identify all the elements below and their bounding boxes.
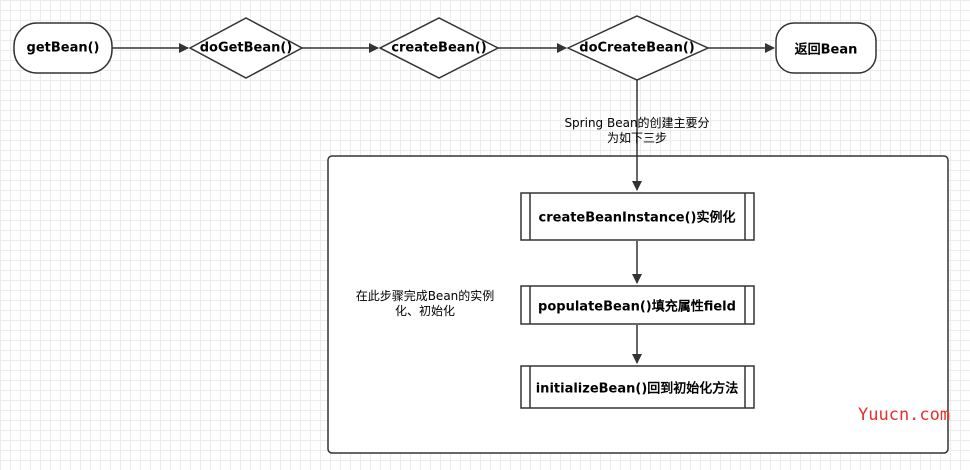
left-note-line2: 化、初始化 bbox=[394, 304, 455, 318]
left-note: 在此步骤完成Bean的实例 化、初始化 bbox=[340, 289, 510, 319]
getbean-node bbox=[13, 22, 113, 74]
return-bean-node bbox=[775, 22, 877, 74]
createbean-label: createBean() bbox=[391, 40, 487, 56]
docreatebean-label: doCreateBean() bbox=[579, 40, 695, 56]
createbean-node bbox=[378, 17, 500, 79]
step3-box bbox=[520, 365, 755, 409]
step2-label: populateBean()填充属性field bbox=[538, 299, 736, 315]
step2-box bbox=[520, 285, 755, 325]
docreatebean-node bbox=[566, 15, 710, 81]
left-note-line1: 在此步骤完成Bean的实例 bbox=[355, 289, 495, 303]
watermark-text: Yuucn.com bbox=[858, 405, 951, 425]
step1-label: createBeanInstance()实例化 bbox=[538, 210, 736, 226]
dogetbean-label: doGetBean() bbox=[199, 40, 293, 56]
top-note-line2: 为如下三步 bbox=[606, 131, 667, 145]
step1-box bbox=[520, 192, 755, 241]
dogetbean-node bbox=[188, 17, 304, 79]
return-bean-label: 返回Bean bbox=[794, 42, 858, 58]
step3-label: initializeBean()回到初始化方法 bbox=[535, 381, 739, 397]
top-note-line1: Spring Bean的创建主要分 bbox=[564, 116, 710, 130]
getbean-label: getBean() bbox=[26, 40, 100, 56]
top-note: Spring Bean的创建主要分 为如下三步 bbox=[552, 116, 722, 146]
